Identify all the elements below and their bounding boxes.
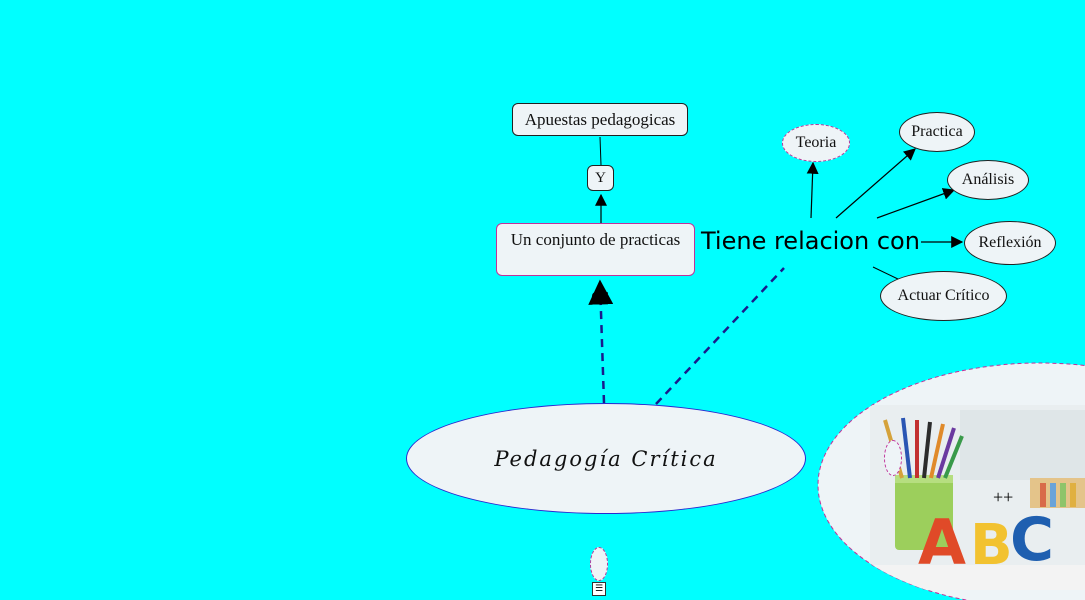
node-un-conjunto-de-practicas[interactable]: Un conjunto de practicas xyxy=(496,223,695,276)
link-es-line xyxy=(588,279,614,404)
node-apuestas-pedagogicas[interactable]: Apuestas pedagogicas xyxy=(512,103,688,136)
svg-text:A: A xyxy=(918,506,966,579)
node-actuar-critico[interactable]: Actuar Crítico xyxy=(880,271,1007,321)
small-dashed-node[interactable] xyxy=(884,440,902,476)
document-icon[interactable]: ☰ xyxy=(592,582,606,596)
y-to-apuestas-line xyxy=(599,136,602,166)
node-reflexion[interactable]: Reflexión xyxy=(964,221,1056,265)
node-teoria[interactable]: Teoria xyxy=(782,124,850,162)
node-y[interactable]: Y xyxy=(587,165,614,191)
plus-plus-text: ++ xyxy=(993,487,1014,507)
node-practica[interactable]: Practica xyxy=(899,112,975,152)
node-analisis[interactable]: Análisis xyxy=(947,160,1029,200)
svg-text:C: C xyxy=(1010,505,1054,575)
svg-text:B: B xyxy=(970,513,1013,578)
link-label-tiene-relacion-con[interactable]: Tiene relacion con xyxy=(701,227,920,255)
node-pedagogia-critica[interactable]: Pedagogía Crítica xyxy=(406,403,806,514)
link-label-es[interactable]: es xyxy=(591,286,610,305)
to-teoria-line xyxy=(806,161,819,219)
to-actuar-line xyxy=(872,266,901,281)
abc-pencils-picture: A B C xyxy=(870,405,1085,590)
link-tiene-line xyxy=(655,267,785,405)
to-analisis-line xyxy=(876,188,956,219)
small-dashed-node-bottom[interactable] xyxy=(590,547,608,581)
to-practica-line xyxy=(835,148,916,219)
